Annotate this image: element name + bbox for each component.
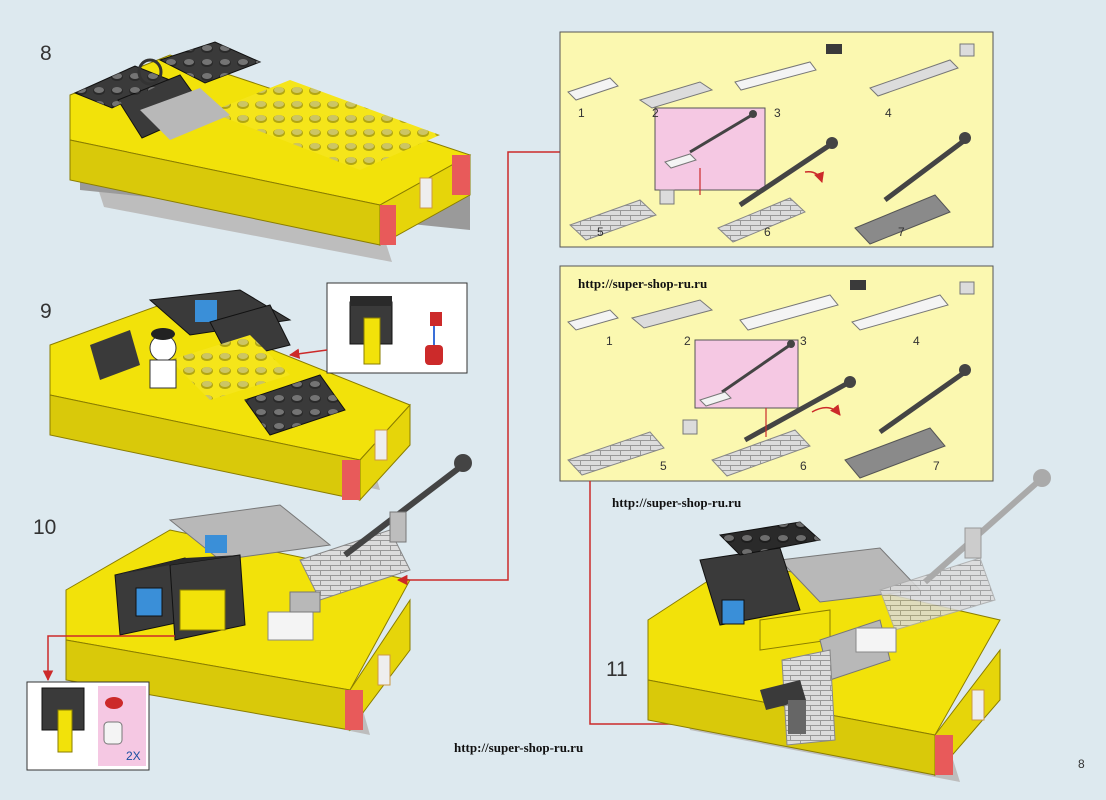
- step-number: 8: [40, 42, 52, 65]
- vehicle-step-10: [65, 454, 472, 735]
- substep-label: 5: [597, 225, 604, 239]
- page-number: 8: [1078, 757, 1085, 771]
- substep-label: 7: [933, 459, 940, 473]
- substep-label: 3: [774, 106, 781, 120]
- substep-label: 1: [578, 106, 585, 120]
- vehicle-step-11: [647, 469, 1051, 782]
- vehicle-step-9: [49, 289, 411, 502]
- step-11: http://super-shop-ru.ru 11: [606, 469, 1051, 782]
- watermark-url: http://super-shop-ru.ru: [578, 276, 707, 291]
- substep-label: 3: [800, 334, 807, 348]
- callout-box-step-9: [326, 282, 468, 374]
- substep-label: 2: [684, 334, 691, 348]
- step-8: 8: [40, 41, 472, 262]
- watermark-url: http://super-shop-ru.ru: [454, 740, 583, 755]
- subassembly-panel-a: 1 2 3 4 5 6 7: [559, 31, 994, 248]
- substep-label: 4: [913, 334, 920, 348]
- quantity-label: 2X: [126, 749, 141, 763]
- substep-label: 6: [764, 225, 771, 239]
- step-number: 9: [40, 300, 52, 323]
- step-number: 10: [33, 516, 56, 539]
- watermark-url: http://super-shop-ru.ru: [612, 495, 741, 510]
- substep-label: 2: [652, 106, 659, 120]
- step-10: 10 2: [26, 454, 472, 771]
- connector-arrow-panel-a: [396, 151, 560, 586]
- step-9: 9: [40, 282, 468, 502]
- substep-label: 5: [660, 459, 667, 473]
- substep-label: 7: [898, 225, 905, 239]
- vehicle-step-8: [69, 41, 472, 262]
- callout-box-step-10: 2X: [26, 681, 150, 771]
- subassembly-panel-b: http://super-shop-ru.ru 1 2 3 4 5 6 7: [559, 265, 994, 482]
- substep-label: 1: [606, 334, 613, 348]
- arrow-line: [288, 348, 328, 359]
- substep-label: 4: [885, 106, 892, 120]
- crane-boom: [343, 462, 465, 558]
- arrow-line: [42, 635, 175, 682]
- step-number: 11: [606, 658, 628, 681]
- substep-label: 6: [800, 459, 807, 473]
